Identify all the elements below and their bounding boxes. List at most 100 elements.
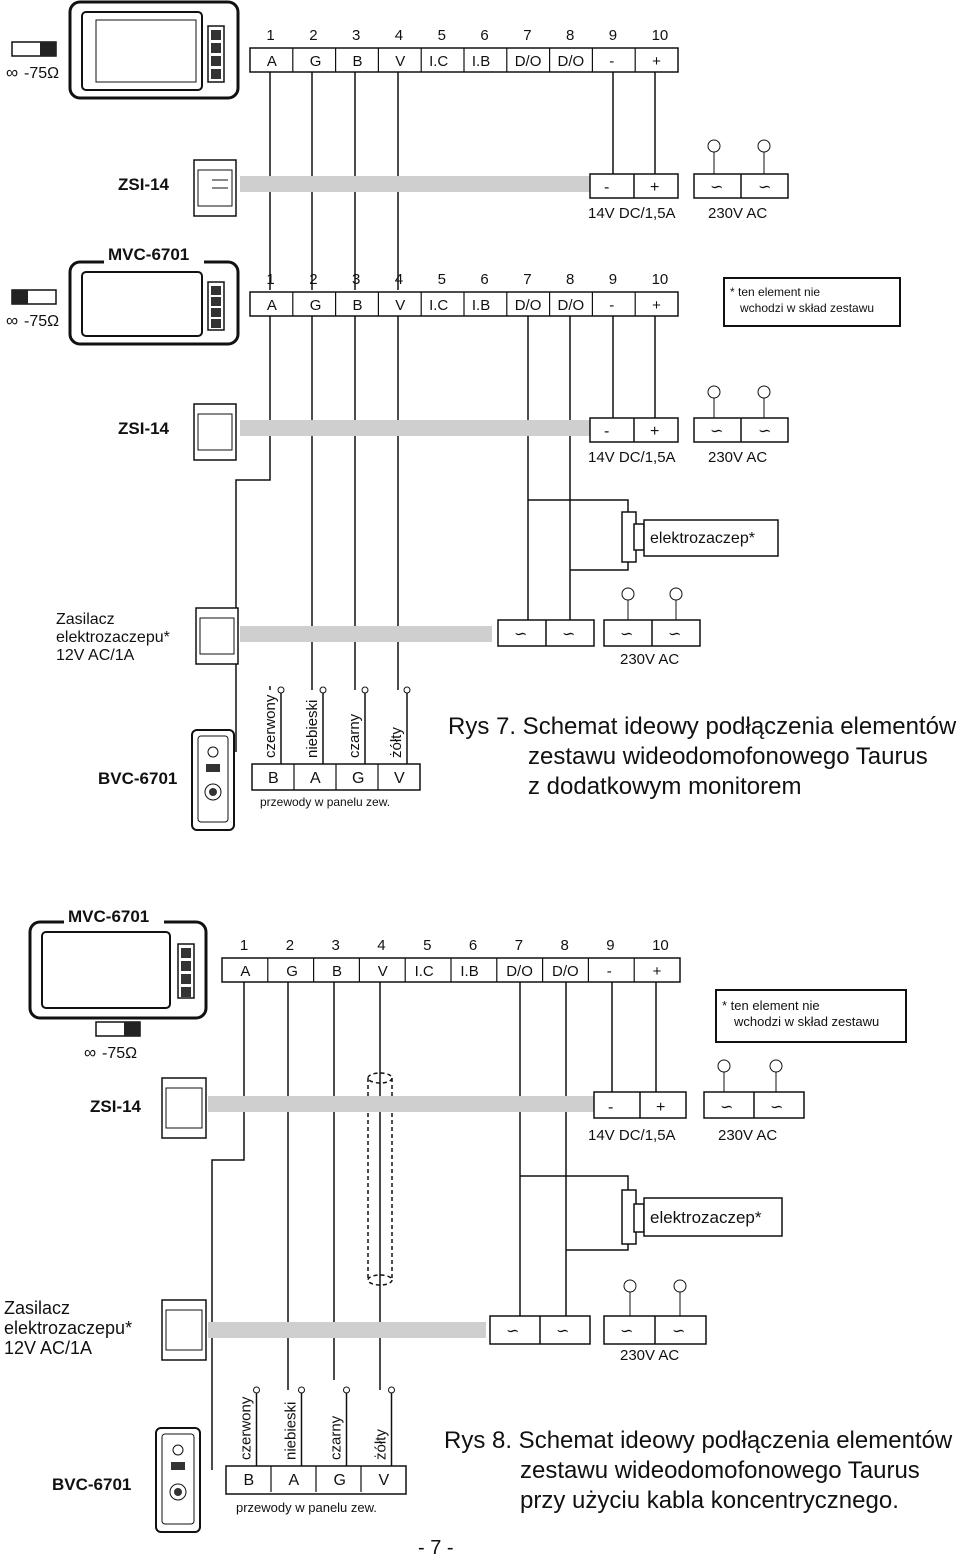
terminal-number-2-4: 4 (395, 271, 403, 288)
terminal-number-2-10: 10 (652, 271, 669, 288)
terminal-label-3-4: V (378, 963, 388, 980)
note-2: * ten element nie wchodzi w skład zestaw… (715, 989, 907, 1043)
panel-terminal-1-4: V (394, 770, 405, 787)
svg-text:230V AC: 230V AC (620, 1347, 679, 1364)
terminal-label-3-6: I.B (460, 963, 478, 980)
svg-text:∞: ∞ (84, 1043, 96, 1062)
terminal-label-2-3: B (353, 297, 363, 314)
terminal-number-2-9: 9 (609, 271, 617, 288)
wire-color-1-4: żółty (388, 727, 405, 758)
wire-color-2-1: czerwony (238, 1396, 255, 1460)
terminal-number-3-2: 2 (286, 937, 294, 954)
monitor-3: MVC-6701 ∞ -75Ω (28, 904, 208, 1062)
svg-text:∽: ∽ (672, 1323, 685, 1340)
svg-text:przewody w panelu zew.: przewody w panelu zew. (260, 795, 390, 809)
terminal-number-3-7: 7 (515, 937, 523, 954)
svg-text:-75Ω: -75Ω (102, 1045, 137, 1062)
interface-3: ZSI-14 - + 14V DC/1,5A ∽ ∽ 230V AC (90, 1059, 805, 1144)
monitor-1: MVC-6701 ∞ -75Ω (6, 0, 240, 100)
terminal-label-1-10: + (652, 53, 661, 70)
terminal-label-3-1: A (240, 963, 250, 980)
terminal-label-1-8: D/O (558, 53, 585, 70)
terminal-label-2-4: V (395, 297, 405, 314)
terminal-number-1-9: 9 (609, 27, 617, 44)
terminal-label-2-9: - (609, 297, 614, 314)
svg-text:-75Ω: -75Ω (24, 65, 59, 82)
terminal-number-3-3: 3 (332, 937, 340, 954)
svg-text:12V AC/1A: 12V AC/1A (4, 1338, 92, 1358)
terminal-number-1-1: 1 (266, 27, 274, 44)
svg-text:wchodzi w skład zestawu: wchodzi w skład zestawu (739, 301, 874, 315)
lock-psu-1: Zasilacz elektrozaczepu* 12V AC/1A ∽ ∽ ∽… (56, 587, 701, 668)
lock-1: elektrozaczep* (528, 499, 779, 571)
svg-text:14V DC/1,5A: 14V DC/1,5A (588, 449, 676, 466)
terminal-label-2-2: G (310, 297, 322, 314)
svg-text:∽: ∽ (710, 423, 723, 440)
terminal-number-3-4: 4 (377, 937, 385, 954)
terminal-number-1-6: 6 (480, 27, 488, 44)
svg-text:∽: ∽ (720, 1099, 733, 1116)
svg-text:MVC-6701: MVC-6701 (68, 907, 149, 926)
terminal-number-1-3: 3 (352, 27, 360, 44)
terminal-label-2-5: I.C (429, 297, 448, 314)
svg-text:∽: ∽ (506, 1323, 519, 1340)
svg-text:∽: ∽ (770, 1099, 783, 1116)
terminal-label-1-1: A (267, 53, 277, 70)
lock-2: elektrozaczep* (520, 1175, 783, 1251)
terminal-number-3-10: 10 (652, 937, 669, 954)
svg-text:ZSI-14: ZSI-14 (118, 419, 170, 438)
panel-terminal-2-3: G (334, 1472, 346, 1489)
terminal-number-2-1: 1 (266, 271, 274, 288)
svg-text:przewody w panelu zew.: przewody w panelu zew. (236, 1500, 377, 1515)
svg-text:elektrozaczep*: elektrozaczep* (650, 1208, 762, 1227)
terminal-label-1-2: G (310, 53, 322, 70)
figure-8-caption: Rys 8. Schemat ideowy podłączenia elemen… (444, 1427, 953, 1514)
svg-text:* ten element nie: * ten element nie (730, 285, 820, 299)
svg-text:przy użyciu kabla koncentryczn: przy użyciu kabla koncentrycznego. (520, 1487, 899, 1514)
wire-color-1-2: niebieski (304, 700, 321, 758)
svg-text:zestawu wideodomofonowego Taur: zestawu wideodomofonowego Taurus (528, 743, 928, 770)
terminal-label-3-7: D/O (506, 963, 533, 980)
svg-text:ZSI-14: ZSI-14 (118, 175, 170, 194)
panel-terminal-2-4: V (379, 1472, 390, 1489)
svg-text:230V AC: 230V AC (708, 205, 767, 222)
door-panel-2: BVC-6701 (52, 1427, 201, 1533)
svg-text:∽: ∽ (620, 626, 633, 643)
terminal-number-2-8: 8 (566, 271, 574, 288)
wire-color-1-3: czarny (346, 713, 363, 758)
svg-text:Rys 7. Schemat ideowy podłącze: Rys 7. Schemat ideowy podłączenia elemen… (448, 713, 957, 740)
interface-1: ZSI-14 - + 14V DC/1,5A ∽ ∽ 230V AC (118, 139, 789, 222)
terminal-label-2-1: A (267, 297, 277, 314)
svg-text:wchodzi w skład zestawu: wchodzi w skład zestawu (733, 1014, 879, 1029)
svg-text:Rys 8. Schemat ideowy podłącze: Rys 8. Schemat ideowy podłączenia elemen… (444, 1427, 953, 1454)
svg-text:elektrozaczep*: elektrozaczep* (650, 530, 755, 547)
terminal-label-3-2: G (286, 963, 298, 980)
impedance-switch-icon: ∞ -75Ω (6, 41, 59, 82)
svg-text:∽: ∽ (758, 423, 771, 440)
terminal-label-1-6: I.B (472, 53, 490, 70)
terminal-number-2-5: 5 (438, 271, 446, 288)
svg-text:∽: ∽ (556, 1323, 569, 1340)
svg-text:+: + (650, 423, 659, 440)
terminal-label-1-7: D/O (515, 53, 542, 70)
svg-text:+: + (656, 1099, 665, 1116)
terminal-number-1-5: 5 (438, 27, 446, 44)
svg-text:Zasilacz: Zasilacz (56, 611, 115, 628)
terminal-label-1-4: V (395, 53, 405, 70)
svg-text:230V AC: 230V AC (708, 449, 767, 466)
svg-text:zestawu wideodomofonowego Taur: zestawu wideodomofonowego Taurus (520, 1457, 920, 1484)
terminal-number-3-1: 1 (240, 937, 248, 954)
terminal-label-3-3: B (332, 963, 342, 980)
terminal-label-1-9: - (609, 53, 614, 70)
svg-text:12V AC/1A: 12V AC/1A (56, 647, 135, 664)
terminal-label-2-8: D/O (558, 297, 585, 314)
svg-text:elektrozaczepu*: elektrozaczepu* (56, 629, 170, 646)
terminal-number-2-3: 3 (352, 271, 360, 288)
terminal-number-3-5: 5 (423, 937, 431, 954)
terminal-label-3-9: - (607, 963, 612, 980)
svg-text:* ten element nie: * ten element nie (722, 998, 820, 1013)
